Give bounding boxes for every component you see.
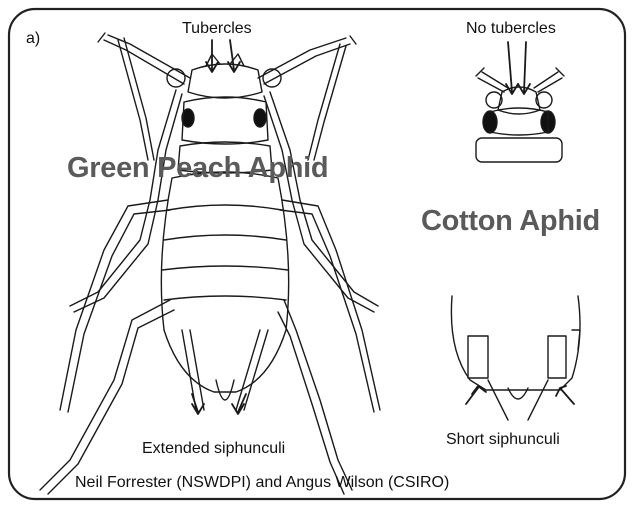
panel-label: a) xyxy=(26,30,40,48)
extended-siphunculi-label: Extended siphunculi xyxy=(142,440,285,458)
green-peach-aphid-title: Green Peach Aphid xyxy=(67,152,328,185)
green-peach-aphid-drawing xyxy=(40,33,380,494)
short-siphunculi-label: Short siphunculi xyxy=(446,431,560,449)
cotton-aphid-abdomen-drawing xyxy=(451,296,580,420)
cotton-aphid-head-drawing xyxy=(476,42,564,162)
image-credit: Neil Forrester (NSWDPI) and Angus Wilson… xyxy=(75,474,449,492)
tubercles-label: Tubercles xyxy=(182,20,252,38)
no-tubercles-label: No tubercles xyxy=(466,20,556,38)
cotton-aphid-title: Cotton Aphid xyxy=(421,205,600,238)
figure-frame xyxy=(9,9,625,499)
